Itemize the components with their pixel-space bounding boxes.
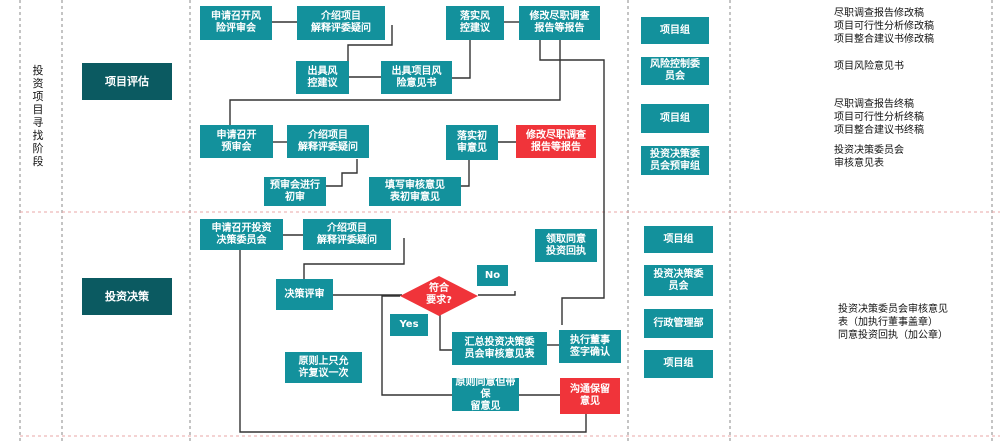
node-revise-report-1: 修改尽职调查 报告等报告 xyxy=(519,6,600,40)
node-executive-director-sign: 执行董事 签字确认 xyxy=(559,330,621,363)
node-approve-with-reservations: 原则同意但带保 留意见 xyxy=(452,377,519,412)
node-implement-risk-advice: 落实风 控建议 xyxy=(446,6,504,40)
phase-evaluation: 项目评估 xyxy=(82,63,172,100)
node-issue-risk-opinion: 出具项目风 险意见书 xyxy=(381,61,452,94)
decision-diamond-label: 符合 要求? xyxy=(426,283,452,306)
node-present-project-2: 介绍项目 解释评委疑问 xyxy=(287,125,369,158)
output-decision-documents: 投资决策委员会审核意见 表（加执行董事盖章） 同意投资回执（加公章） xyxy=(838,304,948,341)
role-project-team-1: 项目组 xyxy=(641,17,709,44)
branch-no-label: No xyxy=(477,265,508,286)
node-decision-review: 决策评审 xyxy=(276,279,333,310)
node-implement-initial-opinion: 落实初 审意见 xyxy=(446,125,498,160)
role-admin-department: 行政管理部 xyxy=(644,309,713,338)
output-risk-opinion: 项目风险意见书 xyxy=(834,61,904,72)
output-review-form: 投资决策委员会 审核意见表 xyxy=(834,145,904,169)
node-pre-review-initial: 预审会进行 初审 xyxy=(264,177,326,206)
stage-label: 投 资 项 目 寻 找 阶 段 xyxy=(32,64,44,168)
decision-diamond: 符合 要求? xyxy=(400,276,478,316)
node-communicate-reservations: 沟通保留 意见 xyxy=(560,378,620,414)
node-issue-risk-advice: 出具风 控建议 xyxy=(296,61,349,94)
role-project-team-4: 项目组 xyxy=(644,350,713,378)
role-project-team-3: 项目组 xyxy=(644,226,713,253)
node-review-once-rule: 原则上只允 许复议一次 xyxy=(285,352,362,383)
node-present-project-1: 介绍项目 解释评委疑问 xyxy=(297,6,385,40)
node-apply-risk-review: 申请召开风 险评审会 xyxy=(200,6,272,40)
role-project-team-2: 项目组 xyxy=(641,104,709,133)
node-receive-approval-receipt: 领取同意 投资回执 xyxy=(535,229,597,262)
node-present-project-3: 介绍项目 解释评委疑问 xyxy=(303,219,391,250)
role-investment-committee: 投资决策委 员会 xyxy=(644,265,713,296)
branch-yes-label: Yes xyxy=(390,314,428,336)
phase-decision: 投资决策 xyxy=(82,278,172,315)
node-fill-review-form: 填写审核意见 表初审意见 xyxy=(369,177,461,206)
role-pre-review-group: 投资决策委 员会预审组 xyxy=(641,146,709,175)
node-apply-investment-committee: 申请召开投资 决策委员会 xyxy=(200,219,283,250)
node-apply-pre-review: 申请召开 预审会 xyxy=(200,125,273,158)
node-summarize-committee-form: 汇总投资决策委 员会审核意见表 xyxy=(452,332,547,365)
node-revise-report-2: 修改尽职调查 报告等报告 xyxy=(516,125,596,158)
output-revised-drafts: 尽职调查报告修改稿 项目可行性分析修改稿 项目整合建议书修改稿 xyxy=(834,8,934,45)
role-risk-committee: 风险控制委 员会 xyxy=(641,57,709,85)
output-final-drafts: 尽职调查报告终稿 项目可行性分析终稿 项目整合建议书终稿 xyxy=(834,99,924,136)
